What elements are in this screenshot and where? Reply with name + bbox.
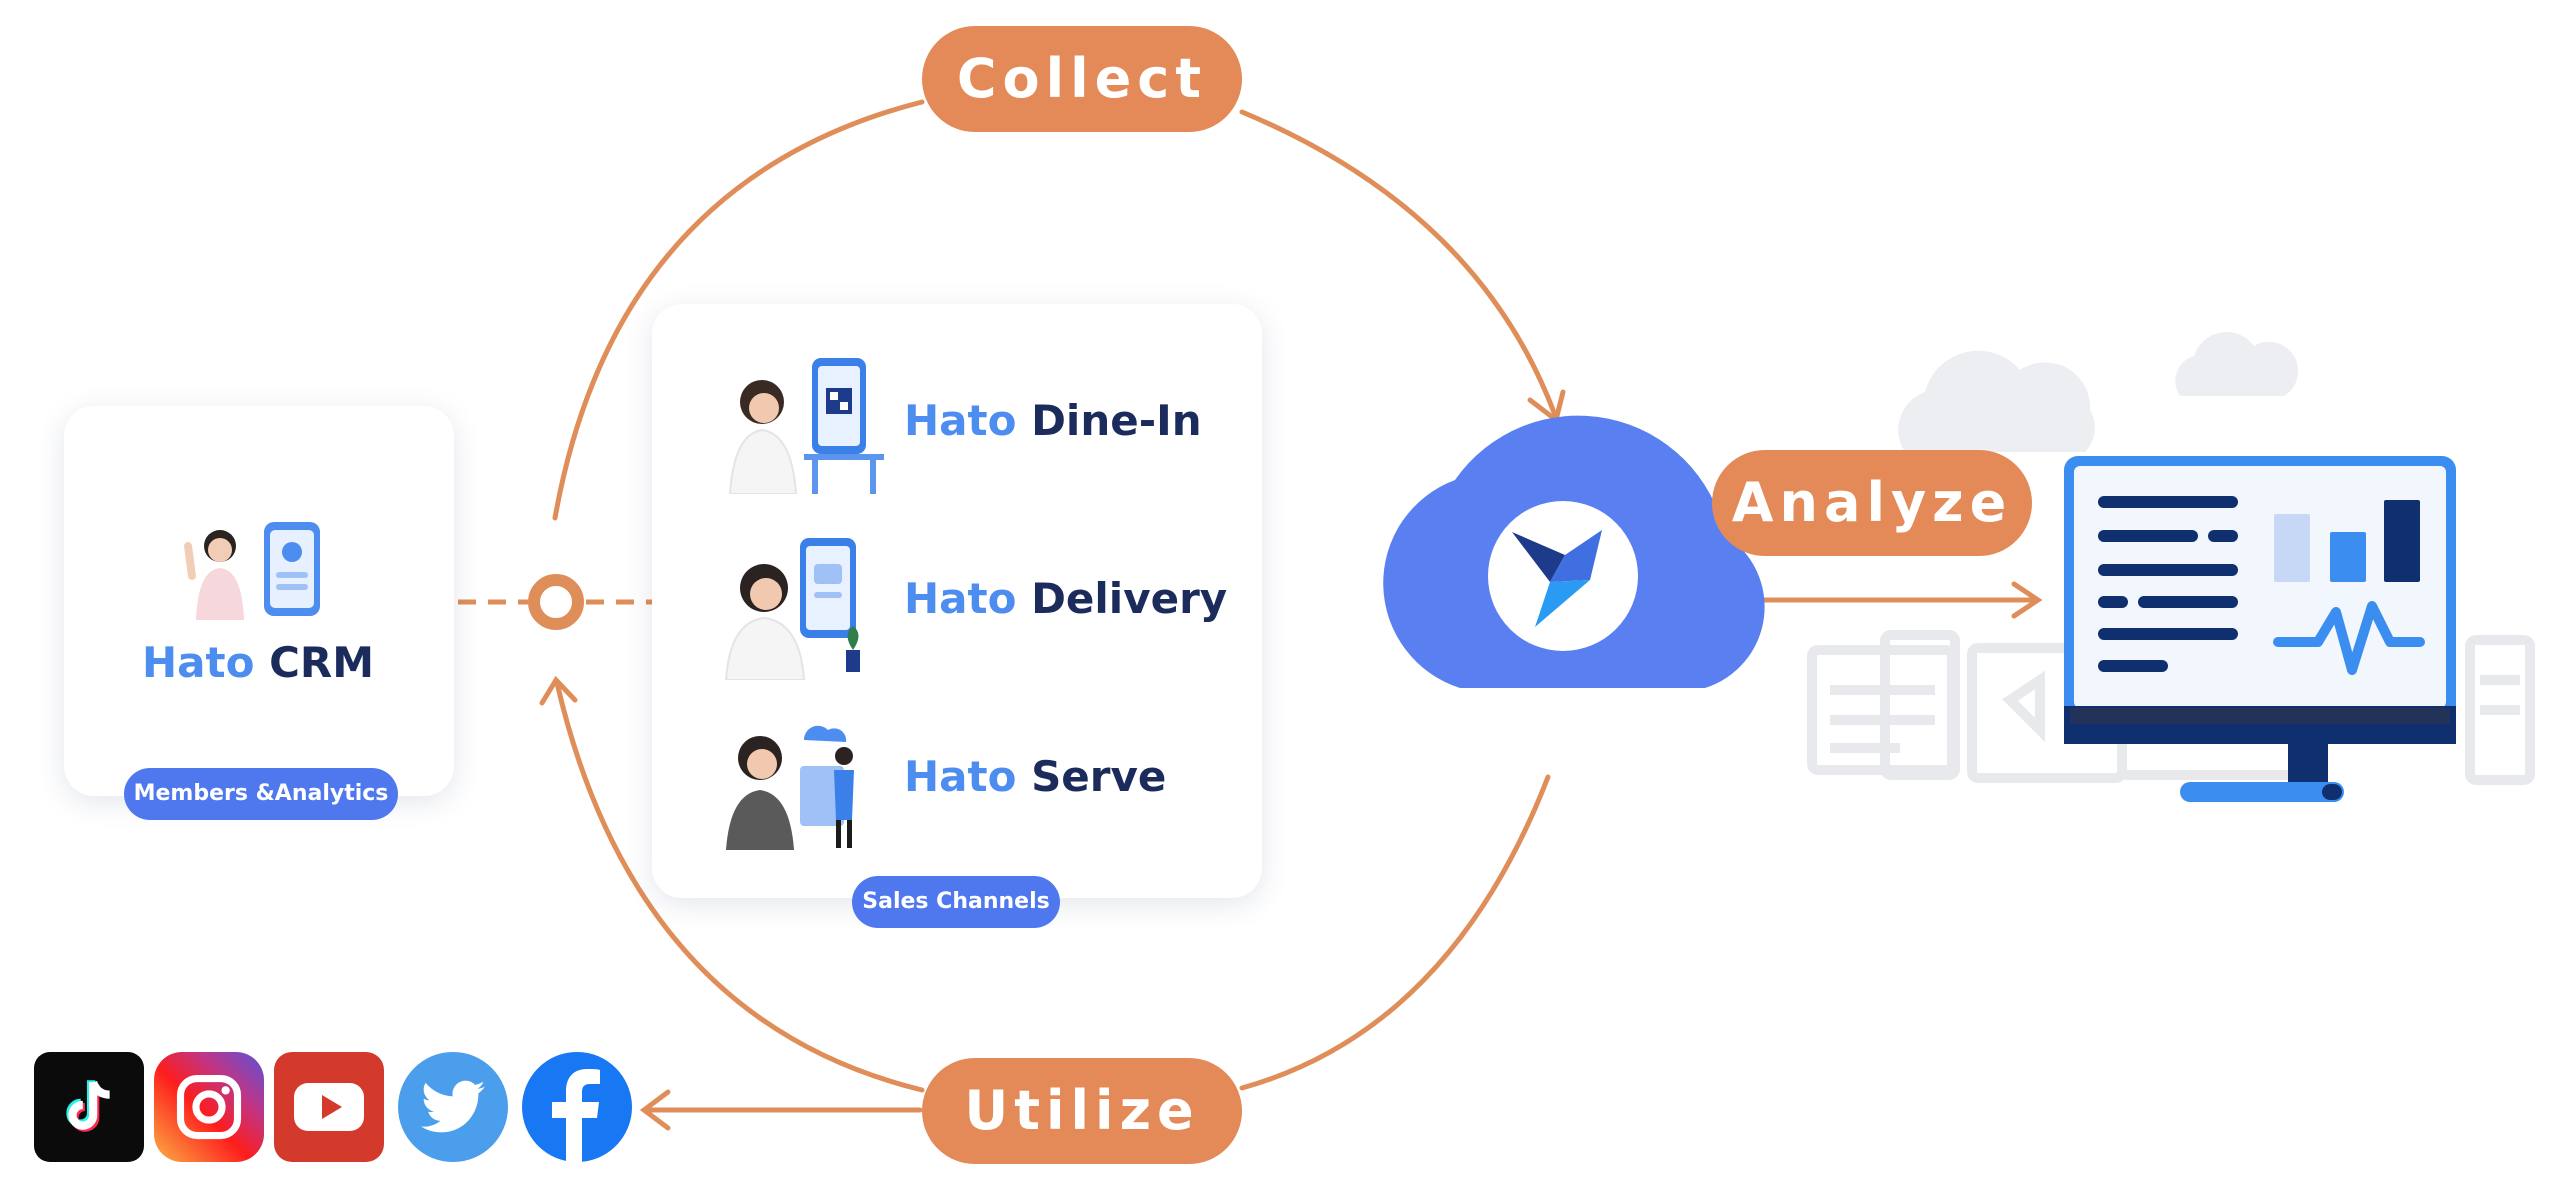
crm-person-illustration: [184, 522, 320, 620]
instagram-glyph: [176, 1074, 242, 1140]
dine-in-illustration: [728, 358, 884, 494]
collect-step-label: Collect: [922, 26, 1242, 132]
crm-title: Hato CRM: [142, 638, 374, 687]
serve-brand: Hato: [904, 752, 1017, 801]
youtube-glyph: [294, 1083, 364, 1131]
delivery-illustration: [724, 538, 860, 680]
collect-left-arc: [552, 99, 925, 521]
crm-card: [64, 406, 454, 796]
members-analytics-badge: Members &Analytics: [124, 768, 398, 820]
dine-in-brand: Hato: [904, 396, 1017, 445]
analytics-monitor-icon: [2064, 456, 2456, 802]
serve-illustration: [726, 725, 854, 850]
youtube-icon[interactable]: [274, 1052, 384, 1162]
arrowhead-up: [539, 675, 578, 706]
facebook-icon[interactable]: [522, 1052, 632, 1162]
utilize-left-arc: [554, 680, 925, 1093]
tiktok-glyph: [66, 1080, 110, 1132]
twitter-icon[interactable]: [398, 1052, 508, 1162]
analyze-step-label: Analyze: [1712, 450, 2032, 556]
instagram-icon[interactable]: [154, 1052, 264, 1162]
serve-title: Hato Serve: [904, 752, 1166, 801]
sales-channels-badge: Sales Channels: [852, 876, 1060, 928]
background-clouds: [1898, 331, 2299, 452]
utilize-right-arc: [1239, 774, 1551, 1091]
tiktok-icon[interactable]: [34, 1052, 144, 1162]
serve-product: Serve: [1031, 752, 1167, 801]
delivery-title: Hato Delivery: [904, 574, 1227, 623]
delivery-product: Delivery: [1031, 574, 1228, 623]
dine-in-product: Dine-In: [1031, 396, 1202, 445]
connector-node: [528, 574, 584, 630]
crm-brand: Hato: [142, 638, 255, 687]
collect-right-arc: [1239, 109, 1558, 418]
arrowhead-left: [639, 1089, 671, 1131]
facebook-glyph: [552, 1069, 600, 1162]
arrowhead-right: [2011, 581, 2043, 619]
hato-cloud-logo-icon: [1383, 415, 1765, 688]
dine-in-title: Hato Dine-In: [904, 396, 1202, 445]
utilize-step-label: Utilize: [922, 1058, 1242, 1164]
crm-product: CRM: [269, 638, 375, 687]
background-web-icons: [1807, 630, 2535, 785]
delivery-brand: Hato: [904, 574, 1017, 623]
twitter-glyph: [421, 1080, 485, 1133]
